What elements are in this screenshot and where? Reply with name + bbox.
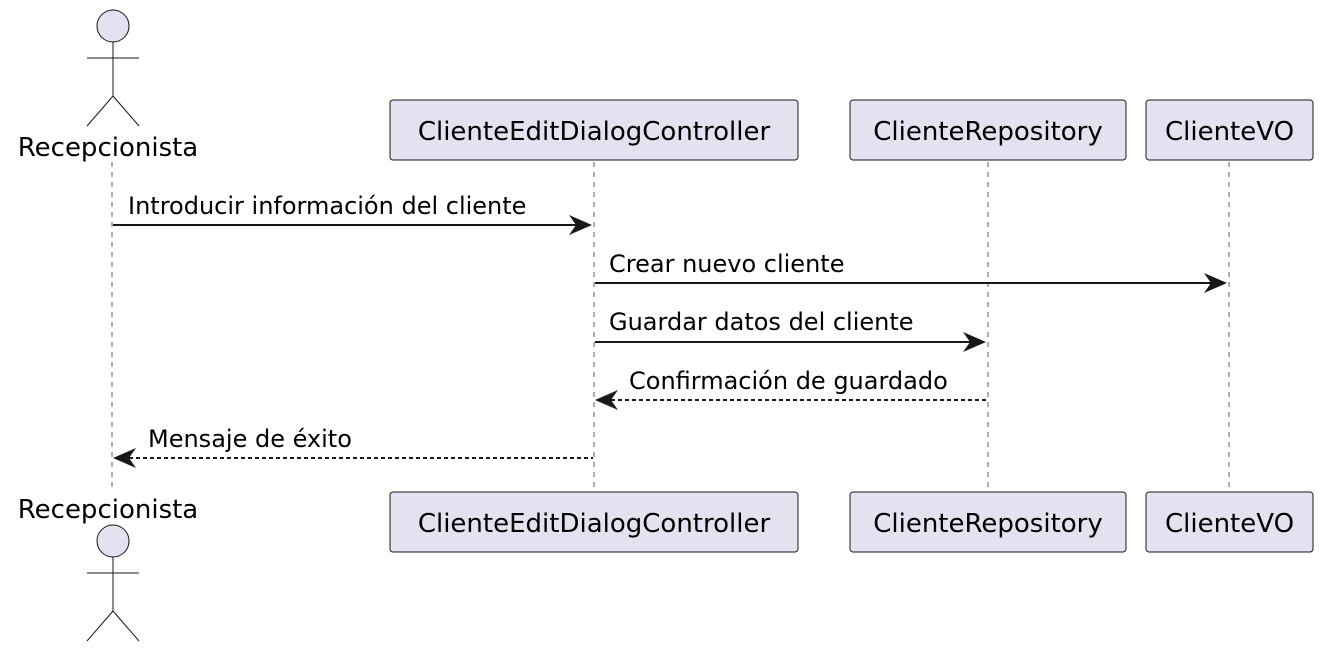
arrowhead-icon <box>595 390 618 410</box>
participant-label: ClienteRepository <box>873 509 1103 539</box>
arrowhead-icon <box>113 448 136 468</box>
participant-repository-top: ClienteRepository <box>849 99 1127 161</box>
message-2: Crear nuevo cliente <box>595 250 1227 293</box>
message-label: Confirmación de guardado <box>629 367 948 395</box>
participant-label: ClienteRepository <box>873 117 1103 147</box>
message-label: Guardar datos del cliente <box>609 308 914 336</box>
message-3: Guardar datos del cliente <box>595 308 986 352</box>
participant-label: ClienteVO <box>1165 509 1294 539</box>
lifelines <box>111 162 1230 492</box>
participant-box <box>389 99 799 161</box>
participant-label: ClienteEditDialogController <box>418 117 771 147</box>
message-label: Introducir información del cliente <box>128 192 526 220</box>
message-label: Crear nuevo cliente <box>609 250 844 278</box>
participant-vo-top: ClienteVO <box>1145 99 1314 161</box>
participant-controller-top: ClienteEditDialogController <box>389 99 799 161</box>
participant-vo-bottom: ClienteVO <box>1145 491 1314 553</box>
message-4: Confirmación de guardado <box>595 367 986 410</box>
participant-label: ClienteVO <box>1165 117 1294 147</box>
actor-icon <box>86 524 140 642</box>
actor-recepcionista-top: Recepcionista <box>18 9 199 163</box>
actor-label: Recepcionista <box>18 495 199 525</box>
message-5: Mensaje de éxito <box>113 425 593 468</box>
participant-box <box>849 491 1127 553</box>
actor-recepcionista-bottom: Recepcionista <box>18 495 199 642</box>
participant-box <box>389 491 799 553</box>
actor-icon <box>86 9 140 127</box>
arrowhead-icon <box>1204 273 1227 293</box>
message-label: Mensaje de éxito <box>148 425 352 453</box>
arrowhead-icon <box>963 332 986 352</box>
participant-box <box>1145 491 1314 553</box>
participant-repository-bottom: ClienteRepository <box>849 491 1127 553</box>
participant-box <box>849 99 1127 161</box>
participant-label: ClienteEditDialogController <box>418 509 771 539</box>
message-1: Introducir información del cliente <box>113 192 592 235</box>
arrowhead-icon <box>569 215 592 235</box>
participant-box <box>1145 99 1314 161</box>
participant-controller-bottom: ClienteEditDialogController <box>389 491 799 553</box>
actor-label: Recepcionista <box>18 133 199 163</box>
